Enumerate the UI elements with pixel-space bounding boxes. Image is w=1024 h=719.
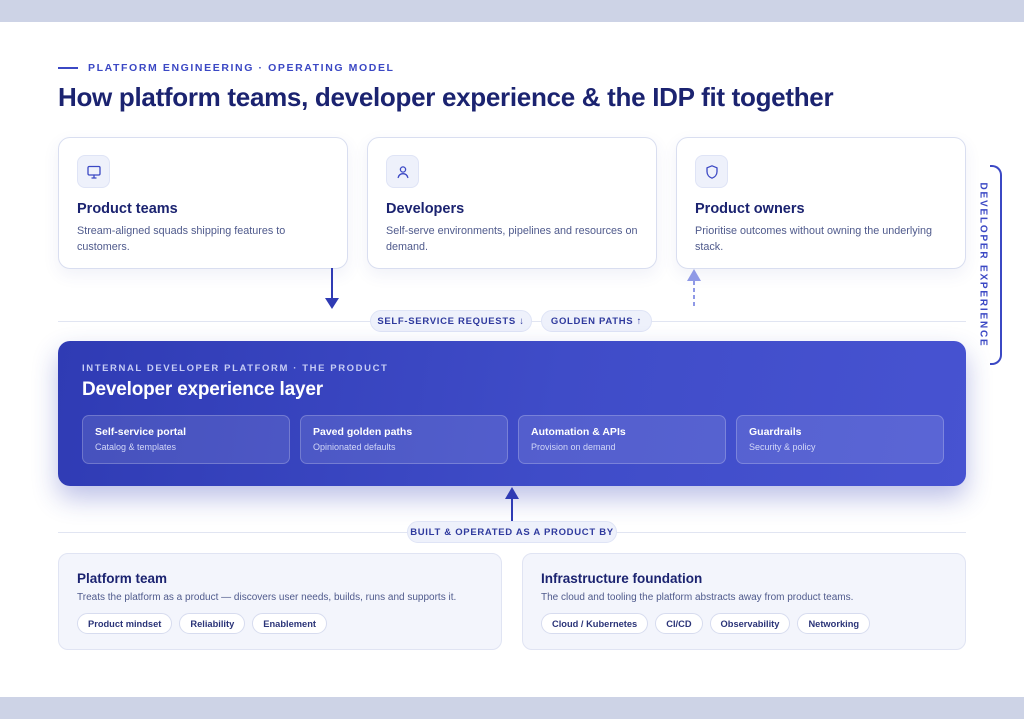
persona-desc: Self-serve environments, pipelines and r…	[386, 225, 638, 253]
capability-automation-apis: Automation & APIs Provision on demand	[518, 415, 726, 464]
built-by-pill: BUILT & OPERATED AS A PRODUCT BY	[407, 521, 617, 543]
tag-cloud-kubernetes: Cloud / Kubernetes	[541, 613, 649, 634]
capability-sub: Opinionated defaults	[313, 442, 396, 452]
developer-experience-bracket	[990, 165, 1002, 365]
infrastructure-card: Infrastructure foundation The cloud and …	[522, 553, 966, 650]
capability-title: Guardrails	[749, 426, 802, 438]
tag-ci-cd: CI/CD	[655, 613, 703, 634]
idp-capabilities: Self-service portal Catalog & templates …	[82, 415, 944, 464]
capability-sub: Security & policy	[749, 442, 816, 452]
capability-title: Paved golden paths	[313, 426, 413, 438]
persona-card-product-owners: Product owners Prioritise outcomes witho…	[676, 137, 966, 269]
capability-guardrails: Guardrails Security & policy	[736, 415, 944, 464]
capability-paved-golden-paths: Paved golden paths Opinionated defaults	[300, 415, 508, 464]
persona-title: Developers	[386, 201, 465, 217]
idp-layer: INTERNAL DEVELOPER PLATFORM · THE PRODUC…	[58, 341, 966, 486]
shield-icon	[695, 155, 728, 188]
persona-title: Product owners	[695, 201, 805, 217]
developer-experience-label: DEVELOPER EXPERIENCE	[977, 182, 989, 348]
eyebrow-text: PLATFORM ENGINEERING · OPERATING MODEL	[88, 62, 395, 74]
platform-team-tags: Product mindset Reliability Enablement	[77, 613, 483, 634]
persona-title: Product teams	[77, 201, 178, 217]
monitor-icon	[77, 155, 110, 188]
eyebrow: PLATFORM ENGINEERING · OPERATING MODEL	[58, 62, 395, 74]
golden-paths-pill: GOLDEN PATHS ↑	[541, 310, 652, 332]
self-service-requests-pill: SELF-SERVICE REQUESTS ↓	[370, 310, 532, 332]
infrastructure-desc: The cloud and tooling the platform abstr…	[541, 592, 854, 603]
golden-path-arrow-up	[687, 269, 701, 308]
page-title: How platform teams, developer experience…	[58, 82, 834, 112]
capability-title: Self-service portal	[95, 426, 187, 438]
persona-card-developers: Developers Self-serve environments, pipe…	[367, 137, 657, 269]
capability-sub: Provision on demand	[531, 442, 616, 452]
request-arrow-down	[325, 268, 339, 309]
eyebrow-rule	[58, 67, 78, 69]
tag-networking: Networking	[797, 613, 871, 634]
idp-kicker: INTERNAL DEVELOPER PLATFORM · THE PRODUC…	[82, 363, 389, 374]
tag-product-mindset: Product mindset	[77, 613, 173, 634]
tag-enablement: Enablement	[252, 613, 327, 634]
capability-sub: Catalog & templates	[95, 442, 177, 452]
built-by-arrow-up	[505, 487, 519, 522]
platform-team-desc: Treats the platform as a product — disco…	[77, 592, 457, 603]
persona-card-product-teams: Product teams Stream-aligned squads ship…	[58, 137, 348, 269]
capability-title: Automation & APIs	[531, 426, 626, 438]
persona-desc: Stream-aligned squads shipping features …	[77, 225, 286, 253]
infrastructure-tags: Cloud / Kubernetes CI/CD Observability N…	[541, 613, 947, 634]
tag-reliability: Reliability	[179, 613, 246, 634]
persona-desc: Prioritise outcomes without owning the u…	[695, 225, 933, 253]
tag-observability: Observability	[709, 613, 791, 634]
top-band	[0, 0, 1024, 22]
bottom-band	[0, 697, 1024, 719]
infrastructure-title: Infrastructure foundation	[541, 571, 703, 586]
capability-self-service-portal: Self-service portal Catalog & templates	[82, 415, 290, 464]
platform-team-title: Platform team	[77, 571, 168, 586]
platform-team-card: Platform team Treats the platform as a p…	[58, 553, 502, 650]
idp-title: Developer experience layer	[82, 379, 323, 400]
user-icon	[386, 155, 419, 188]
